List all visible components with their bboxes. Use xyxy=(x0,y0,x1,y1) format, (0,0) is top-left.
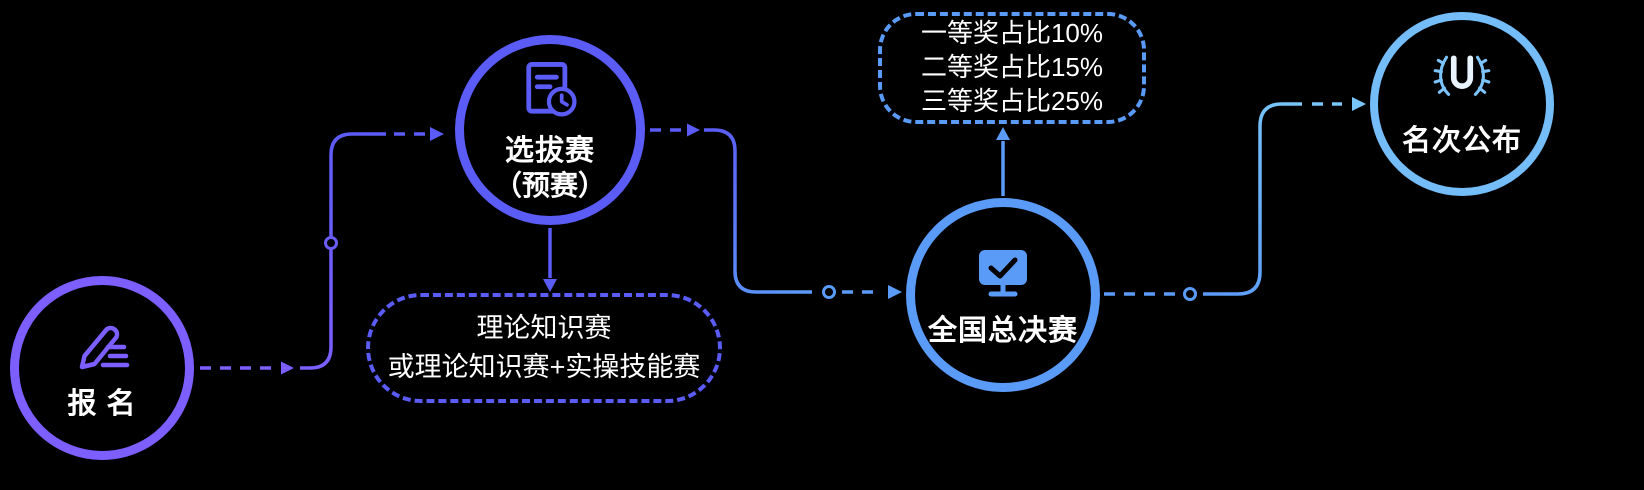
node-label-selection: 选拔赛 xyxy=(504,135,595,168)
arrow-selection-detail xyxy=(543,228,557,292)
prize-line2: 二等奖占比15% xyxy=(920,52,1104,83)
connector-selection-finals xyxy=(650,123,902,299)
arrow-finals-prize xyxy=(996,127,1010,196)
pencil-edit-icon xyxy=(70,314,134,378)
prize-ratio-box: 一等奖占比10% 二等奖占比15% 三等奖占比25% xyxy=(878,12,1146,124)
node-sublabel-selection: （预赛） xyxy=(493,170,606,202)
connector-finals-results xyxy=(1104,97,1366,301)
selection-detail-box: 理论知识赛 或理论知识赛+实操技能赛 xyxy=(366,293,722,403)
selection-detail-line1: 理论知识赛 xyxy=(476,312,612,343)
laurel-u-icon xyxy=(1429,49,1495,115)
node-results: 名次公布 xyxy=(1370,12,1554,196)
document-clock-icon xyxy=(516,57,584,125)
node-label-registration: 报 名 xyxy=(67,387,137,420)
node-finals: 全国总决赛 xyxy=(906,198,1100,392)
node-label-finals: 全国总决赛 xyxy=(927,314,1078,347)
prize-line3: 三等奖占比25% xyxy=(920,85,1104,116)
connector-registration-selection xyxy=(200,127,444,375)
monitor-check-icon xyxy=(971,241,1035,305)
selection-detail-line2: 或理论知识赛+实操技能赛 xyxy=(387,352,701,382)
node-label-results: 名次公布 xyxy=(1401,124,1522,157)
node-selection: 选拔赛 （预赛） xyxy=(455,35,645,225)
node-registration: 报 名 xyxy=(10,276,194,460)
prize-line1: 一等奖占比10% xyxy=(920,18,1104,49)
